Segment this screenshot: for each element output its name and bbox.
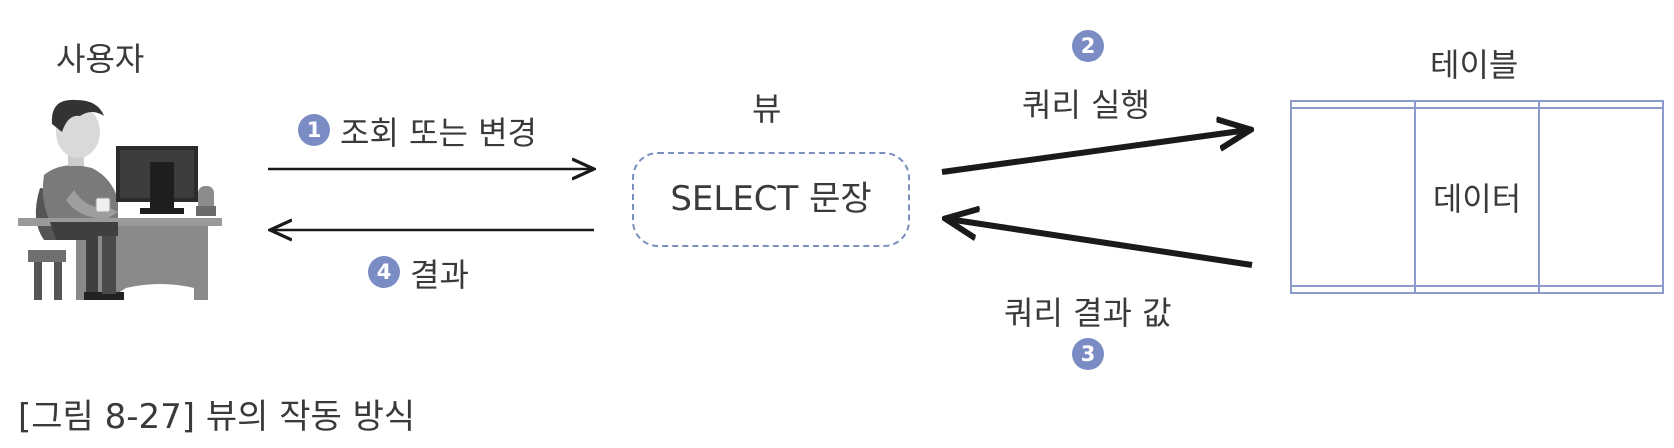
view-select-text: SELECT 문장 — [634, 154, 908, 245]
step-2-badge: 2 — [1072, 30, 1104, 62]
table-cell — [1539, 108, 1663, 285]
table-label: 테이블 — [1430, 40, 1518, 86]
step-1-badge: 1 — [298, 114, 330, 146]
step-2-label: 쿼리 실행 — [1022, 80, 1150, 126]
arrow-query-result — [948, 219, 1252, 265]
arrow-query-exec — [942, 130, 1248, 172]
table-cell — [1291, 101, 1415, 108]
table-cell — [1291, 286, 1415, 293]
view-label: 뷰 — [752, 84, 781, 130]
data-table: 데이터 — [1290, 100, 1664, 294]
step-4-badge: 4 — [368, 256, 400, 288]
figure-caption: [그림 8-27] 뷰의 작동 방식 — [18, 389, 415, 438]
step-3-badge: 3 — [1072, 338, 1104, 370]
table-cell — [1415, 101, 1539, 108]
view-select-box: SELECT 문장 — [632, 152, 910, 247]
table-cell — [1291, 108, 1415, 285]
step-1-label: 조회 또는 변경 — [340, 108, 537, 154]
table-cell — [1539, 286, 1663, 293]
step-4-label: 결과 — [410, 250, 469, 296]
table-cell-data: 데이터 — [1415, 108, 1539, 285]
table-cell — [1415, 286, 1539, 293]
step-3-label: 쿼리 결과 값 — [1004, 288, 1172, 334]
table-cell — [1539, 101, 1663, 108]
